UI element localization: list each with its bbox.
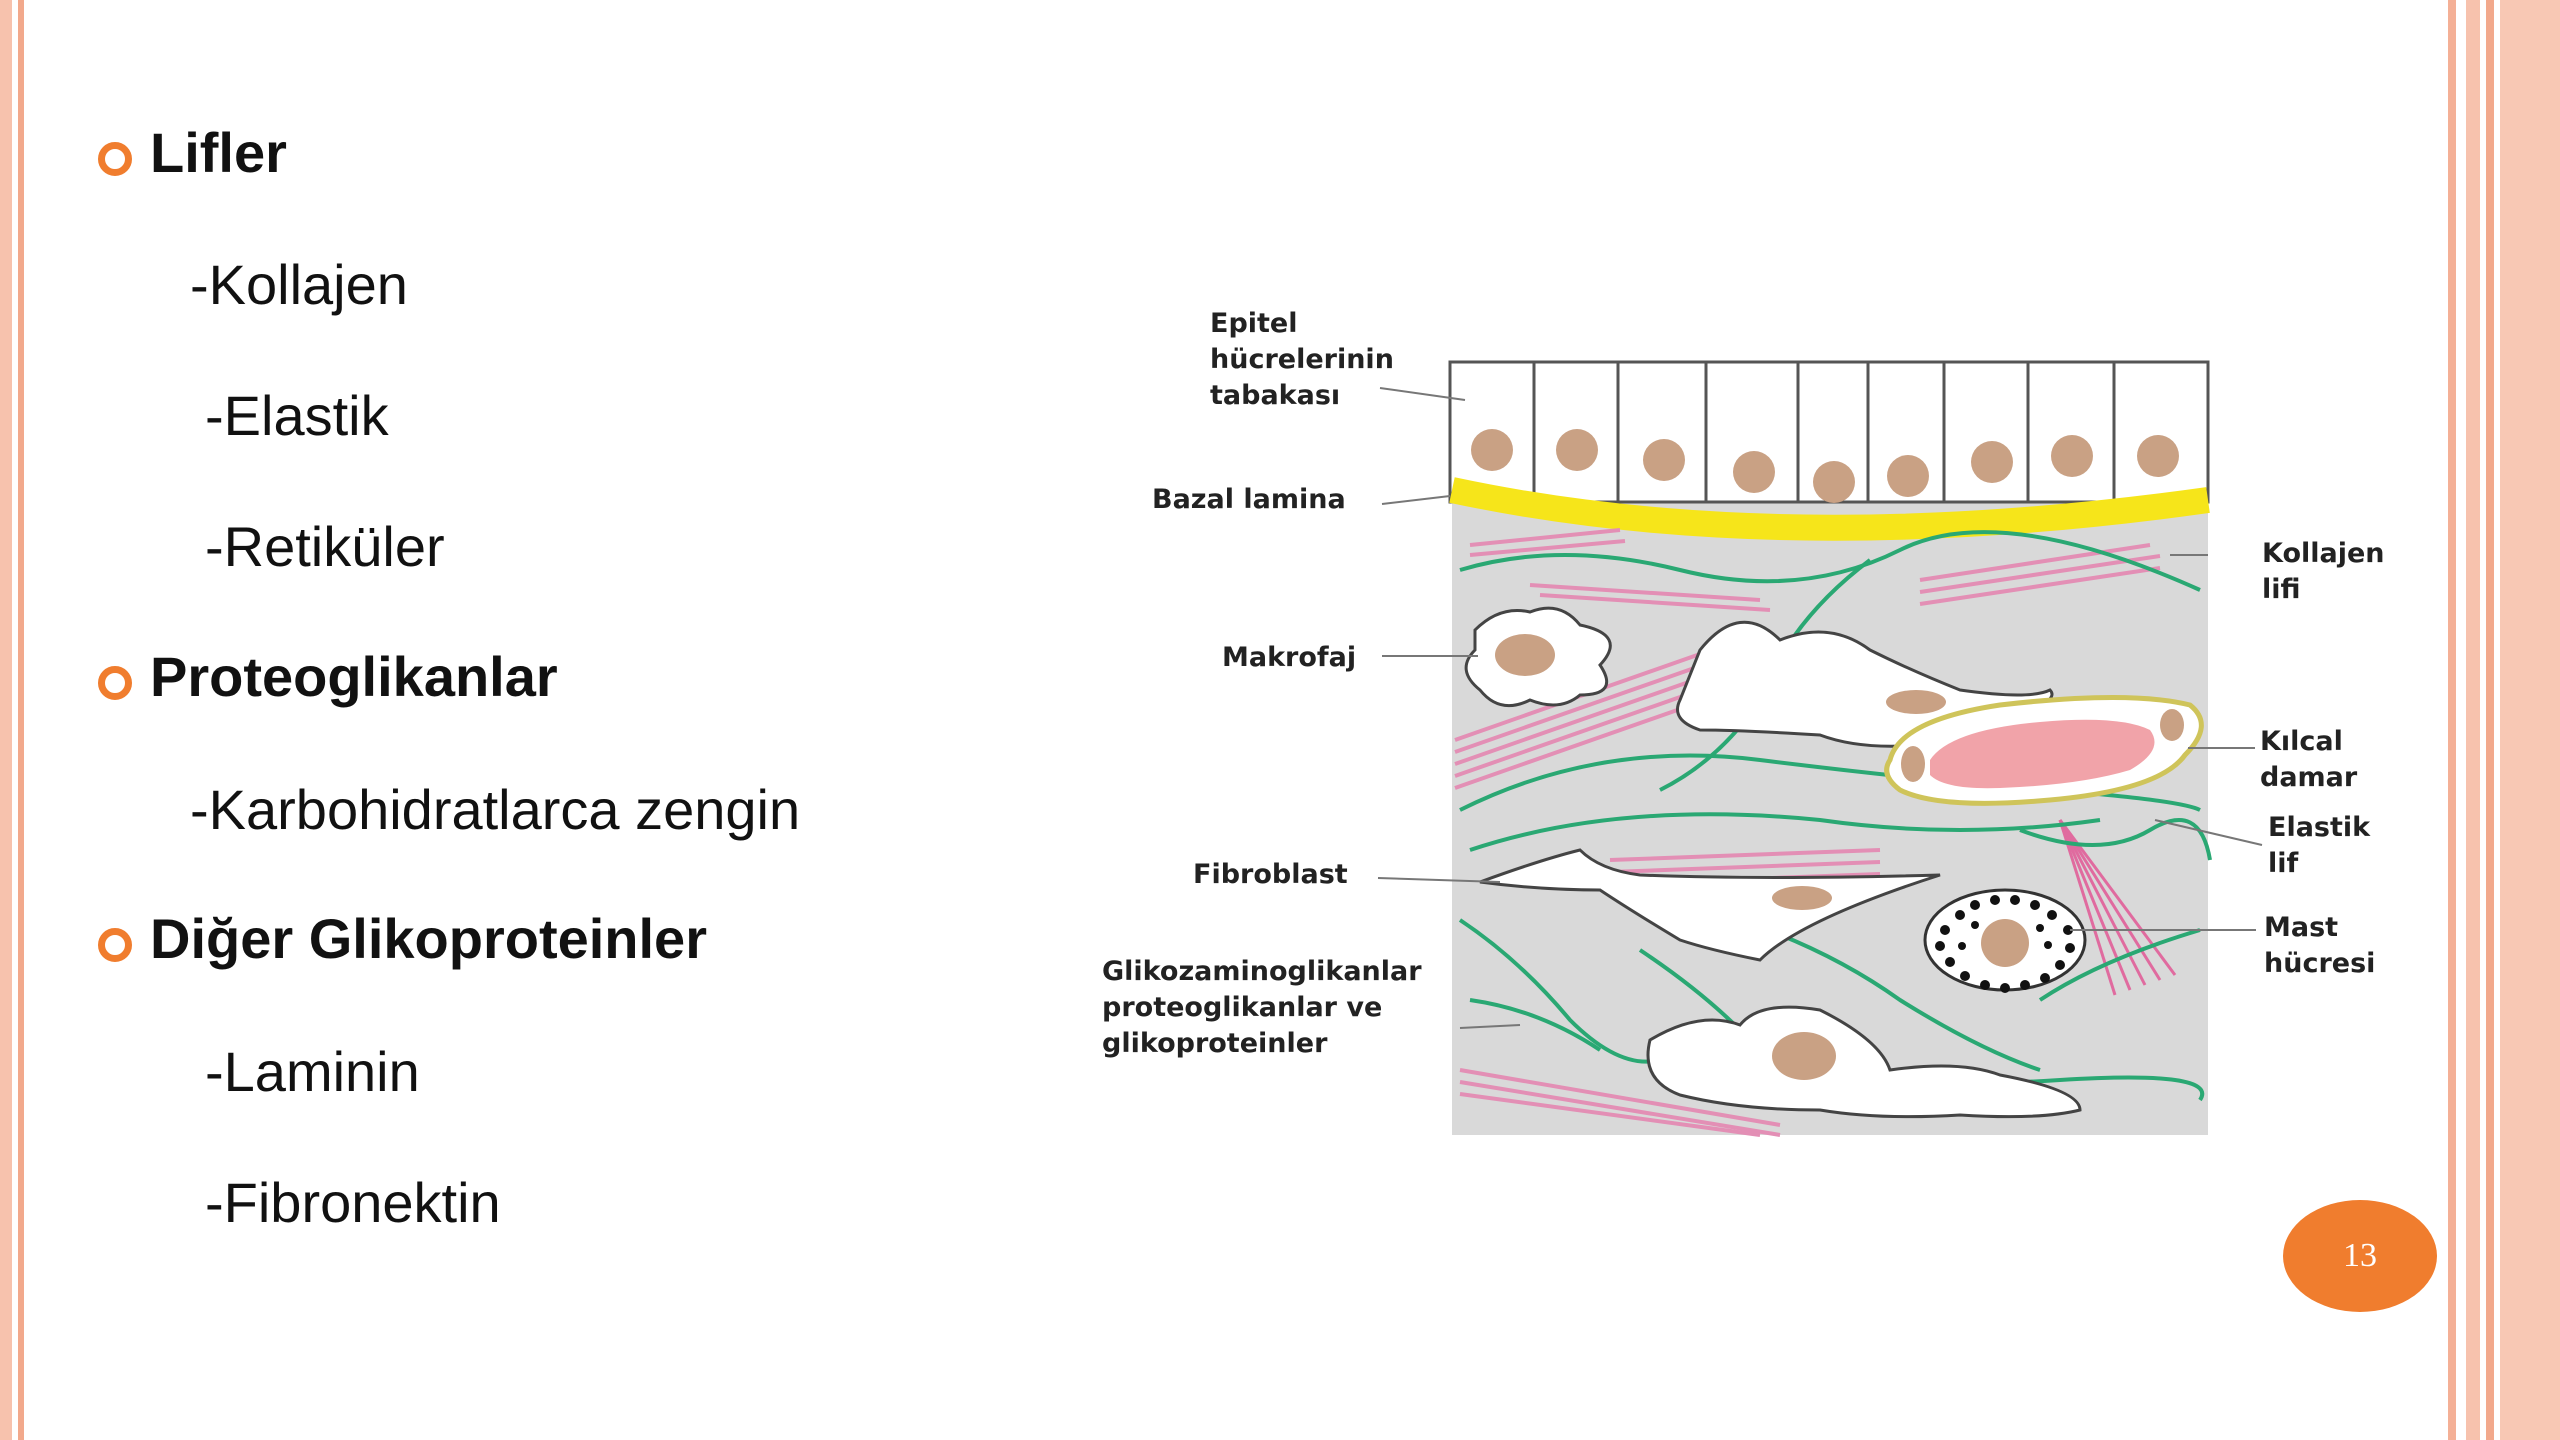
sub-item-kollajen: -Kollajen [190, 253, 408, 316]
macrophage-nucleus [1495, 634, 1555, 676]
capillary-nucleus [2160, 709, 2184, 741]
bullet-item-lifler: Lifler [150, 121, 287, 184]
label-makrofaj: Makrofaj [1222, 642, 1356, 673]
fibroblast-cell-bottom [1646, 1005, 2082, 1119]
bullet-circle-icon [98, 666, 132, 700]
label-elastik-lif: Elastik lif [2268, 812, 2380, 879]
mast-cell [1923, 888, 2087, 993]
fibroblast-nucleus [1886, 690, 1946, 714]
capillary-lumen [1930, 719, 2155, 789]
sub-item-retikuler: -Retiküler [205, 515, 445, 578]
slide-border-left-outer [0, 0, 12, 1440]
epithelial-nuclei [1471, 429, 2179, 503]
slide-border-right [2448, 0, 2456, 1440]
label-kollajen-lifi: Kollajen lifi [2262, 538, 2394, 605]
bullet-item-diger-glikoproteinler: Diğer Glikoproteinler [150, 907, 707, 970]
label-kilcal-damar: Kılcal damar [2260, 726, 2358, 793]
label-bazal-lamina: Bazal lamina [1152, 484, 1346, 515]
basal-lamina [1449, 477, 2210, 541]
epithelial-cells [1448, 360, 2210, 504]
sub-item-elastik: -Elastik [205, 384, 389, 447]
connective-tissue-diagram: Epitel hücrelerinin tabakası Bazal lamin… [1102, 308, 2394, 1137]
fibroblast-nucleus [1772, 1032, 1836, 1080]
leader-lines [1377, 387, 2263, 1029]
bullet-list: Lifler -Kollajen -Elastik -Retiküler Pro… [0, 0, 1000, 1440]
slide-border-right [2486, 0, 2494, 1440]
slide-border-right [2466, 0, 2480, 1440]
label-fibroblast: Fibroblast [1193, 859, 1348, 890]
label-mast-hucresi: Mast hücresi [2264, 912, 2375, 979]
sub-item-fibronektin: -Fibronektin [205, 1171, 501, 1234]
capillary-nucleus [1901, 746, 1925, 782]
sub-item-laminin: -Laminin [205, 1040, 420, 1103]
bullet-circle-icon [98, 142, 132, 176]
label-glikozaminoglikanlar: Glikozaminoglikanlar proteoglikanlar ve … [1102, 956, 1431, 1059]
sub-item-karbohidrat: -Karbohidratlarca zengin [190, 778, 801, 841]
slide-border-left-inner [18, 0, 24, 1440]
fibroblast-nucleus [1772, 886, 1832, 910]
fibroblast-cell-middle [1479, 848, 1941, 962]
label-epitel: Epitel hücrelerinin tabakası [1210, 308, 1403, 411]
page-number-badge: 13 [2283, 1200, 2437, 1312]
slide-border-right [2500, 0, 2560, 1440]
bullet-circle-icon [98, 928, 132, 962]
bullet-item-proteoglikanlar: Proteoglikanlar [150, 645, 558, 708]
